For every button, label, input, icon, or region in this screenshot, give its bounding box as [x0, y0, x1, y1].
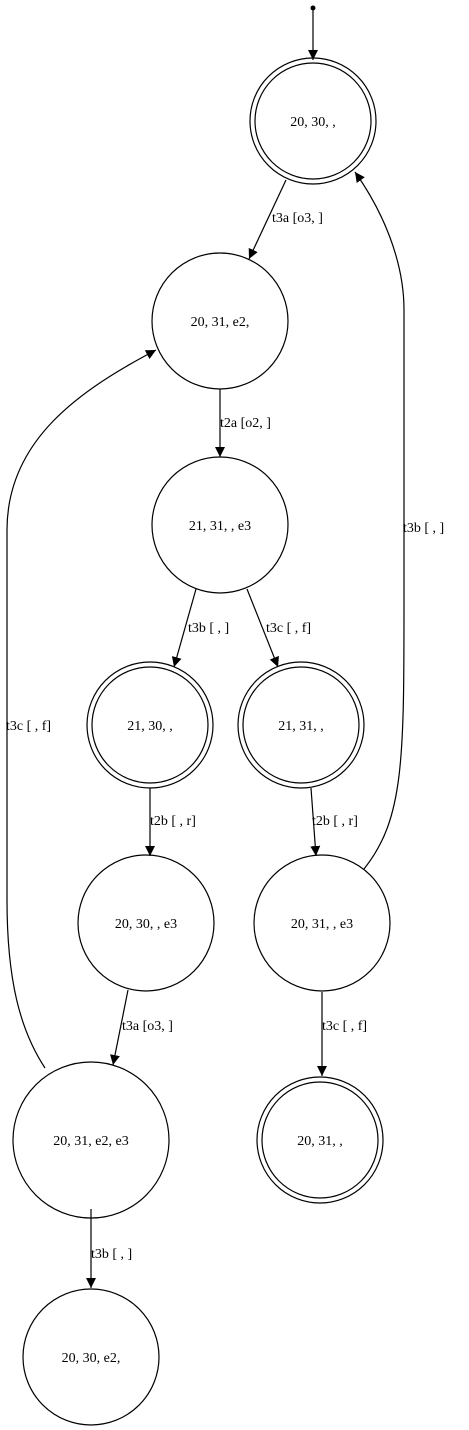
state-label: 21, 30, ,	[127, 719, 173, 734]
edge-label: t3b [ , ]	[188, 621, 229, 636]
edge-label: t3c [ , f]	[266, 621, 311, 636]
state-node-n4[interactable]: 21, 30, ,	[86, 661, 214, 789]
edge-label: t3a [o3, ]	[122, 1019, 173, 1034]
edge-e4: t3c [ , f]	[246, 588, 311, 668]
edge-label: t3a [o3, ]	[272, 211, 323, 226]
edge-e3: t3b [ , ]	[171, 588, 229, 668]
edges: t3a [o3, ] t2a [o2, ] t3b [ , ] t3c [ , …	[6, 171, 444, 1288]
edge-e11: t3b [ , ]	[86, 1209, 132, 1288]
state-node-n3[interactable]: 21, 31, , e3	[151, 456, 289, 594]
state-node-n9[interactable]: 20, 31, ,	[256, 1076, 384, 1204]
edge-e9: t3c [ , f]	[317, 992, 367, 1076]
state-label: 21, 31, ,	[278, 719, 324, 734]
nodes: 20, 30, , 20, 31, e2, 21, 31, , e3 21, 3…	[12, 57, 391, 1426]
state-node-n2[interactable]: 20, 31, e2,	[151, 252, 289, 390]
state-node-n8[interactable]: 20, 31, e2, e3	[12, 1061, 170, 1219]
state-label: 20, 31, e2, e3	[53, 1134, 128, 1149]
edge-label: t3c [ , f]	[322, 1019, 367, 1034]
edge-e1: t3a [o3, ]	[248, 179, 323, 260]
initial-pointer	[308, 5, 318, 60]
state-label: 20, 30, ,	[290, 115, 336, 130]
state-label: 20, 30, e2,	[62, 1351, 121, 1366]
edge-label: t2a [o2, ]	[220, 416, 271, 431]
state-label: 20, 31, , e3	[291, 917, 353, 932]
state-label: 20, 31, e2,	[191, 315, 250, 330]
edge-label: t3b [ , ]	[403, 521, 444, 536]
edge-label: t3b [ , ]	[91, 1247, 132, 1262]
state-node-n7[interactable]: 20, 31, , e3	[253, 854, 391, 992]
state-label: 21, 31, , e3	[189, 519, 251, 534]
edge-e6: t2b [ , r]	[310, 787, 358, 857]
state-node-n1[interactable]: 20, 30, ,	[249, 57, 377, 185]
edge-e10: t3c [ , f]	[6, 349, 157, 1069]
state-node-n5[interactable]: 21, 31, ,	[237, 661, 365, 789]
edge-e2: t2a [o2, ]	[215, 389, 271, 457]
edge-label: t3c [ , f]	[6, 719, 51, 734]
edge-label: t2b [ , r]	[312, 814, 358, 829]
edge-e5: t2b [ , r]	[145, 788, 196, 856]
edge-e7: t3a [o3, ]	[110, 989, 173, 1066]
edge-e8: t3b [ , ]	[354, 171, 444, 870]
state-label: 20, 31, ,	[297, 1134, 343, 1149]
state-node-n6[interactable]: 20, 30, , e3	[77, 854, 215, 992]
edge-label: t2b [ , r]	[150, 814, 196, 829]
state-label: 20, 30, , e3	[115, 917, 177, 932]
state-node-n10[interactable]: 20, 30, e2,	[22, 1288, 160, 1426]
